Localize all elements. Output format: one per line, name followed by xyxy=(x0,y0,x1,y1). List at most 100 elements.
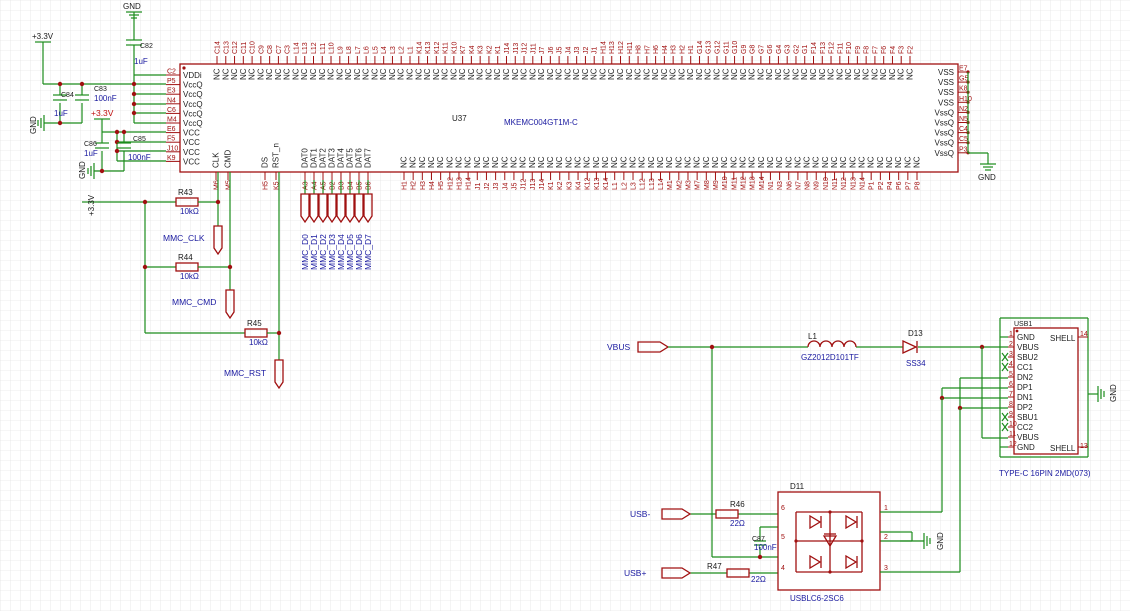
u37-top-pin-num: H3 xyxy=(671,45,678,54)
u37-top-pin-name: NC xyxy=(783,68,792,80)
u37-bottom-pin-name: NC xyxy=(619,156,628,168)
u37-top-pin-name: NC xyxy=(397,68,406,80)
net-port-usb-plus[interactable]: USB+ xyxy=(624,567,692,579)
u37-top-pin-num: G9 xyxy=(741,45,748,54)
u37-left-pin-name: VCC xyxy=(183,129,200,138)
u37-bottom-pin-name: NC xyxy=(711,156,720,168)
esd-protection-d11[interactable]: D11 USBLC6-2SC6 6 5 4 1 2 3 xyxy=(777,482,900,603)
u37-top-pin-name: NC xyxy=(432,68,441,80)
net-port-mmc-data[interactable]: MMC_D7 xyxy=(363,180,373,270)
d13-ref: D13 xyxy=(908,329,923,338)
inductor-l1[interactable]: L1 GZ2012D101TF xyxy=(801,332,859,362)
u37-top-pin-name: NC xyxy=(581,68,590,80)
u37-bottom-pin-num: J12 xyxy=(521,179,528,190)
net-port-mmc-data[interactable]: MMC_D4 xyxy=(336,180,346,270)
u37-right-pin-num: N2 xyxy=(959,106,968,113)
diode-d13[interactable]: D13 SS34 xyxy=(902,329,926,368)
net-port-mmc-data[interactable]: MMC_D1 xyxy=(309,180,319,270)
net-port-mmc-data[interactable]: MMC_D5 xyxy=(345,180,355,270)
v33-label-1: +3.3V xyxy=(32,32,54,41)
u37-bottom-pin-num: M9 xyxy=(713,180,720,190)
r46-value: 22Ω xyxy=(730,519,745,528)
u37-bottom-pin-num: H3 xyxy=(420,181,427,190)
u37-top-pin-num: J12 xyxy=(522,43,529,54)
u37-top-pin-num: C12 xyxy=(232,41,239,54)
u37-top-pin-num: C9 xyxy=(258,45,265,54)
u37-top-pin-name: NC xyxy=(730,68,739,80)
mmc-clk-label: MMC_CLK xyxy=(163,233,205,243)
u37-top-pin-name: NC xyxy=(213,68,222,80)
u37-top-pin-num: L2 xyxy=(399,46,406,54)
u37-bottom-pin-num: N6 xyxy=(786,181,793,190)
u37-top-pin-name: NC xyxy=(493,68,502,80)
u37-left-pin-num: P5 xyxy=(167,78,176,85)
net-port-mmc-rst[interactable]: MMC_RST xyxy=(224,359,284,390)
u37-top-pin-num: C7 xyxy=(276,45,283,54)
u37-top-pin-name: NC xyxy=(405,68,414,80)
u37-top-pin-name: NC xyxy=(572,68,581,80)
d11-value: USBLC6-2SC6 xyxy=(790,594,844,603)
net-port-mmc-cmd[interactable]: MMC_CMD xyxy=(172,289,235,320)
mmc-data-label: MMC_D0 xyxy=(300,234,310,270)
u37-bottom-pin-num: B3 xyxy=(339,181,346,190)
c85-value: 100nF xyxy=(128,153,151,162)
net-port-mmc-data[interactable]: MMC_D2 xyxy=(318,180,328,270)
usb1-shell-bottom: SHELL xyxy=(1050,444,1076,453)
u37-top-pin-name: NC xyxy=(476,68,485,80)
u37-bottom-pin-name: NC xyxy=(693,156,702,168)
u37-bottom-pin-num: J3 xyxy=(493,183,500,191)
mmc-rst-label: MMC_RST xyxy=(224,368,266,378)
u37-bottom-pin-name: DAT7 xyxy=(364,148,373,168)
capacitor-c83[interactable]: C83 100nF xyxy=(75,86,117,103)
c82-value: 1uF xyxy=(134,57,148,66)
c83-ref: C83 xyxy=(94,86,107,93)
capacitor-c84[interactable]: C84 1uF xyxy=(53,92,74,118)
u37-top-pin-name: NC xyxy=(800,68,809,80)
u37-top-pin-num: F14 xyxy=(811,42,818,54)
power-3v3-top: +3.3V xyxy=(32,32,54,84)
u37-top-pin-name: NC xyxy=(370,68,379,80)
u37-top-pin-num: K14 xyxy=(416,41,423,54)
net-port-mmc-data[interactable]: MMC_D6 xyxy=(354,180,364,270)
u37-top-pin-name: NC xyxy=(230,68,239,80)
resistor-r47[interactable]: R47 22Ω xyxy=(707,562,766,584)
u37-top-pin-num: C10 xyxy=(250,41,257,54)
u37-bottom-pin-num: N10 xyxy=(823,177,830,190)
net-port-mmc-data[interactable]: MMC_D3 xyxy=(327,180,337,270)
u37-bottom-pin-num: N14 xyxy=(860,177,867,190)
net-port-mmc-data[interactable]: MMC_D0 xyxy=(300,180,310,270)
u37-top-pin-name: NC xyxy=(449,68,458,80)
u37-bottom-pins: M6CLKM5CMDH5DSK5RST_nA3DAT0A4DAT1A5DAT2B… xyxy=(212,143,922,190)
u37-bottom-pin-name: NC xyxy=(418,156,427,168)
u37-bottom-pin-name: NC xyxy=(848,156,857,168)
u37-bottom-pin-num: M13 xyxy=(750,176,757,190)
u37-bottom-pin-num: J4 xyxy=(502,183,509,190)
capacitor-c82[interactable]: C82 1uF xyxy=(126,39,153,75)
u37-top-pin-num: L13 xyxy=(302,42,309,54)
capacitor-c86[interactable]: C86 1uF xyxy=(84,141,109,158)
capacitor-c87[interactable]: C87 100nF xyxy=(752,536,777,552)
u37-top-pin-num: K10 xyxy=(451,41,458,54)
u37-top-pin-num: K2 xyxy=(486,45,493,54)
u37-bottom-pin-num: A3 xyxy=(303,181,310,190)
u37-bottom-pin-name: NC xyxy=(665,156,674,168)
d11-pin-1: 1 xyxy=(884,505,888,512)
capacitor-c85[interactable]: C85 100nF xyxy=(117,136,151,162)
u37-bottom-pin-num: B5 xyxy=(357,181,364,190)
u37-top-pin-num: F12 xyxy=(829,42,836,54)
resistor-r46[interactable]: R46 22Ω xyxy=(715,500,745,528)
u37-top-pin-name: NC xyxy=(590,68,599,80)
usb1-pin-num: 1 xyxy=(1009,331,1013,338)
u37-top-pin-num: J14 xyxy=(504,43,511,54)
u37-top-pin-name: NC xyxy=(291,68,300,80)
u37-top-pin-name: NC xyxy=(827,68,836,80)
net-port-mmc-clk[interactable]: MMC_CLK xyxy=(163,225,223,256)
net-port-usb-minus[interactable]: USB- xyxy=(630,508,692,520)
u37-top-pin-name: NC xyxy=(327,68,336,80)
power-3v3-pullup: +3.3V xyxy=(82,194,245,334)
c84-ref: C84 xyxy=(61,92,74,99)
power-rail-wires xyxy=(43,74,166,126)
net-port-vbus[interactable]: VBUS xyxy=(607,341,670,353)
